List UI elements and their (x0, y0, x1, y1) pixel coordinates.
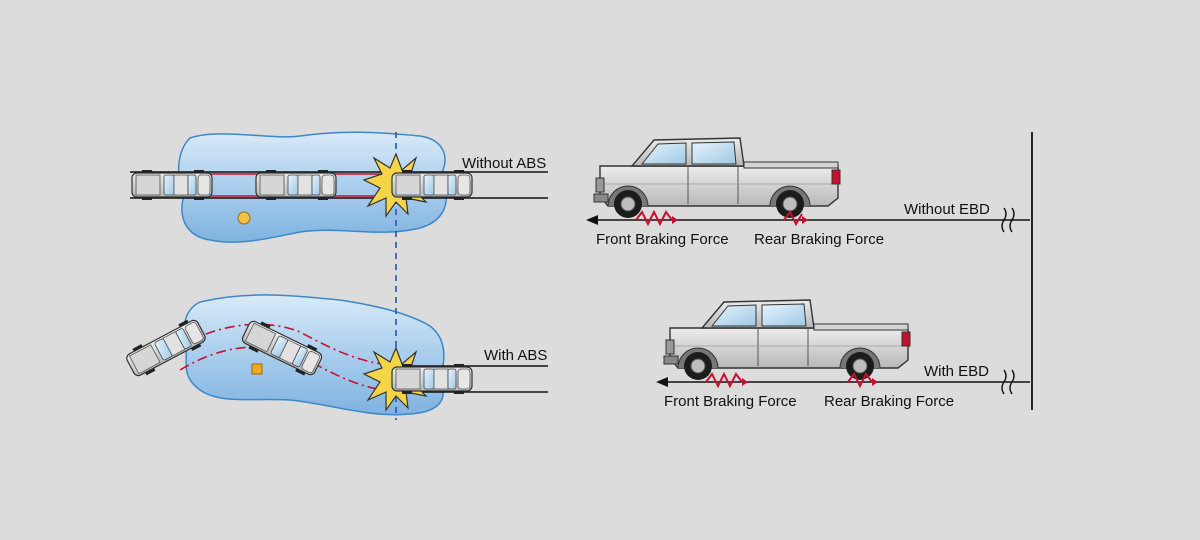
truck-side-view (663, 299, 911, 381)
truck-top-view (255, 169, 337, 201)
truck-side-view (593, 137, 841, 219)
rear-braking-force-icon (783, 210, 803, 227)
break-symbol-icon (1009, 207, 1015, 233)
front-braking-force-icon (705, 371, 743, 389)
arrow-head-icon (872, 378, 878, 386)
arrow-head-icon (802, 216, 808, 224)
break-symbol-icon (1001, 369, 1007, 395)
without-abs-label: Without ABS (462, 155, 546, 172)
debris-icon (251, 363, 263, 375)
rear-braking-force-label: Rear Braking Force (754, 231, 884, 248)
arrow-head-icon (586, 215, 598, 225)
arrow-head-icon (742, 378, 748, 386)
rear-braking-force-icon (847, 372, 873, 389)
obstacle-vehicle (391, 363, 473, 395)
front-braking-force-label: Front Braking Force (664, 393, 797, 410)
break-symbol-icon (1009, 369, 1015, 395)
truck-top-view (131, 169, 213, 201)
with-ebd-label: With EBD (924, 363, 989, 380)
with-abs-label: With ABS (484, 347, 547, 364)
front-braking-force-icon (635, 209, 673, 227)
debris-icon (237, 211, 251, 225)
arrow-head-icon (656, 377, 668, 387)
without-ebd-scenario: Front Braking Force Rear Braking Force W… (586, 137, 1030, 248)
arrow-head-icon (672, 216, 678, 224)
abs-panel: Without ABS With ABS (123, 131, 548, 420)
front-braking-force-label: Front Braking Force (596, 231, 729, 248)
obstacle-vehicle (391, 169, 473, 201)
rear-braking-force-label: Rear Braking Force (824, 393, 954, 410)
break-symbol-icon (1001, 207, 1007, 233)
with-ebd-scenario: Front Braking Force Rear Braking Force W… (656, 299, 1030, 410)
without-ebd-label: Without EBD (904, 201, 990, 218)
ebd-panel: Front Braking Force Rear Braking Force W… (586, 132, 1033, 410)
steer-trajectory (169, 323, 401, 367)
